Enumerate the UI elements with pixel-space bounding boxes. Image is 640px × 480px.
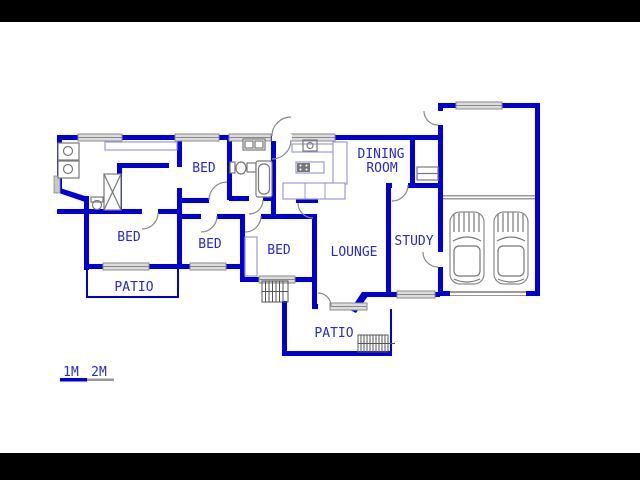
room-label-bed-left: BED: [117, 230, 141, 245]
room-label-bed-top: BED: [192, 161, 216, 176]
car-icon: [493, 211, 529, 285]
room-label-patio-upper: PATIO: [114, 280, 153, 295]
pantry-shelf-icon: [416, 166, 439, 181]
window-icon: [77, 101, 503, 311]
toilet-icon: [229, 161, 247, 175]
counter-icon: [332, 141, 348, 185]
toilet-icon: [90, 196, 104, 211]
wardrobe-x-icon: [103, 173, 122, 211]
stairs-icon: [261, 280, 289, 303]
room-label-bed-middle: BED: [198, 237, 222, 252]
kitchen-sink-icon: [302, 139, 318, 152]
room-label-patio-lower: PATIO: [314, 326, 353, 341]
room-label-dining-1: DINING: [358, 147, 405, 162]
counter-icon: [282, 182, 346, 200]
room-label-bed-right: BED: [267, 243, 291, 258]
cabinet-icon: [246, 162, 257, 173]
bathroom-fixtures: [229, 138, 273, 198]
kitchen-fixtures: [282, 139, 348, 200]
bathtub-icon: [255, 160, 273, 198]
stairs-icon: [357, 334, 395, 353]
double-basin-icon: [57, 142, 80, 179]
room-label-study: STUDY: [394, 234, 433, 249]
scullery-fixtures: [57, 141, 178, 211]
scale-2m-label: 2M: [91, 365, 107, 380]
garage-door-line: [443, 195, 535, 296]
scale-1m-label: 1M: [63, 365, 79, 380]
side-door: [53, 175, 61, 194]
door-arc-icon: [141, 110, 439, 307]
bottom-letterbox-bar: [0, 453, 640, 480]
interior-walls: [57, 135, 443, 298]
entrance-gap: [272, 134, 292, 141]
scale-bar-1m-segment: [60, 378, 87, 382]
top-letterbox-bar: [0, 0, 640, 22]
stove-icon: [295, 161, 325, 174]
counter-icon: [104, 141, 178, 151]
car-icon: [449, 211, 485, 285]
room-label-lounge: LOUNGE: [331, 245, 378, 260]
scale-bar: 1M 2M: [60, 365, 114, 382]
wardrobe-icon: [244, 236, 258, 277]
vanity-icon: [242, 138, 266, 151]
room-label-dining-2: ROOM: [366, 161, 397, 176]
scale-bar-2m-segment: [87, 378, 114, 381]
